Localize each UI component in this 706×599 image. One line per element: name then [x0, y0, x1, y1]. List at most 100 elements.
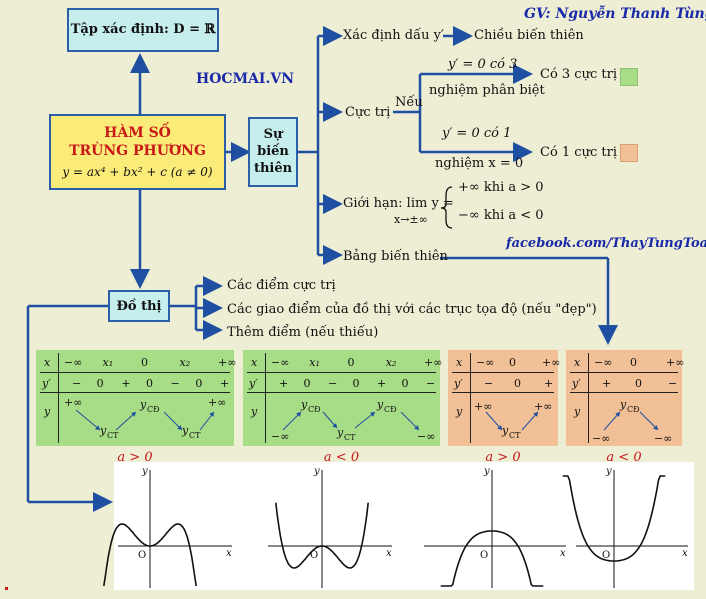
variation-box: Sự biến thiên [248, 117, 298, 187]
table-yp-value: 0 [303, 377, 311, 390]
table-y-label: y [574, 405, 581, 418]
table-y-value: y [100, 424, 107, 437]
limit-neg: −∞ khi a < 0 [458, 208, 544, 223]
table-y-label: y [251, 405, 258, 418]
table-x-value: −∞ [64, 356, 83, 369]
domain-box: Tập xác định: D = ℝ [67, 8, 219, 52]
table-yp-value: 0 [514, 377, 521, 390]
variation-line2: biến [257, 144, 289, 159]
table-arrow-head [414, 425, 419, 430]
variation-line3: thiên [253, 161, 293, 176]
table-condition: a > 0 [485, 450, 521, 465]
table-y-value: y [337, 426, 344, 439]
graph-y-label: y [313, 466, 320, 477]
site-name: HOCMAI.VN [196, 71, 295, 87]
table-arrow-head [209, 412, 214, 417]
table-arrow [75, 409, 101, 431]
table-x-value: 0 [509, 356, 516, 369]
table-x-value: −∞ [594, 356, 613, 369]
table-rule [570, 392, 678, 393]
table-yp-value: − [426, 377, 436, 390]
graph-y-label: y [605, 466, 612, 477]
graph-origin-label: O [310, 550, 318, 561]
table-rule [570, 372, 678, 373]
table-rule [40, 392, 230, 393]
graph-label: Đồ thị [116, 299, 162, 314]
graph-item-3: Thêm điểm (nếu thiếu) [227, 325, 379, 340]
table-rule [247, 372, 436, 373]
graph-origin-label: O [602, 550, 610, 561]
table-yp-value: − [72, 377, 82, 390]
table-arrows [485, 411, 539, 431]
table-rule [452, 392, 554, 393]
domain-label: Tập xác định: D = ℝ [70, 22, 216, 37]
limit-item: Giới hạn: lim y = [343, 196, 454, 211]
table-x-label: x [251, 356, 258, 369]
table-yp-value: − [328, 377, 338, 390]
table-arrow-head [177, 425, 182, 430]
table-arrow [115, 411, 137, 431]
table-yp-label: y′ [454, 377, 463, 390]
if-word: Nếu [395, 95, 423, 110]
table-y-value: CT [189, 431, 201, 440]
table-y-value: CĐ [384, 405, 397, 414]
table-arrow-head [332, 423, 337, 428]
case1-result: Có 1 cực trị [540, 145, 617, 160]
table-condition: a < 0 [323, 450, 360, 465]
table-rule [40, 372, 230, 373]
table-y-value: y [620, 398, 627, 411]
table-x-value: +∞ [666, 356, 685, 369]
graph-item-2: Các giao điểm của đồ thị với các trục tọ… [227, 302, 597, 317]
table-rule [247, 392, 436, 393]
graph-y-label: y [483, 466, 490, 477]
author-name: GV: Nguyễn Thanh Tùng [524, 6, 706, 22]
table-yp-value: + [544, 377, 554, 390]
table-rule [452, 372, 554, 373]
table-yp-value: + [602, 377, 612, 390]
table-y-value: −∞ [417, 430, 436, 443]
table-y-label: y [44, 405, 51, 418]
table-y-value: y [301, 398, 308, 411]
table-arrows [282, 411, 420, 431]
table-arrow-head [296, 412, 301, 417]
table-x-value: x₂ [385, 356, 397, 369]
case1-top: y′ = 0 có 1 [442, 126, 512, 141]
table-x-value: +∞ [542, 356, 561, 369]
table-x-value: x₁ [309, 356, 320, 369]
table-x-value: x₁ [102, 356, 114, 369]
graph-curve [440, 530, 544, 587]
table-arrows [603, 411, 659, 431]
table-x-value: 0 [347, 356, 355, 369]
table-yp-value: 0 [635, 377, 642, 390]
table-y-value: +∞ [474, 400, 493, 413]
table-yp-label: y′ [42, 377, 51, 390]
table-arrow-head [370, 412, 375, 417]
table-yp-value: 0 [352, 377, 360, 390]
graph-panel [114, 462, 694, 590]
limit-pos: +∞ khi a > 0 [458, 180, 544, 195]
table-arrow-head [615, 412, 620, 417]
graph-curve [103, 523, 197, 587]
table-y-value: y [502, 424, 509, 437]
green-swatch [620, 68, 638, 86]
table-y-value: +∞ [534, 400, 553, 413]
table-y-value: CT [107, 431, 119, 440]
facebook-link[interactable]: facebook.com/ThayTungToan [506, 236, 706, 251]
table-x-value: 0 [141, 356, 148, 369]
table-x-value: x₂ [179, 356, 191, 369]
graph-item-1: Các điểm cực trị [227, 278, 336, 293]
main-title-line1: HÀM SỐ [104, 125, 171, 141]
extrema-item: Cực trị [345, 105, 391, 120]
table-y-value: −∞ [592, 432, 611, 445]
table-arrow-head [533, 412, 538, 417]
table-condition: a > 0 [117, 450, 153, 465]
main-title-line2: TRÙNG PHƯƠNG [69, 143, 206, 159]
table-x-value: 0 [630, 356, 637, 369]
table-arrow-head [131, 412, 136, 417]
table-x-value: +∞ [218, 356, 237, 369]
red-dot [5, 587, 8, 590]
graph-x-label: x [682, 548, 688, 559]
case3-result: Có 3 cực trị [540, 67, 617, 82]
